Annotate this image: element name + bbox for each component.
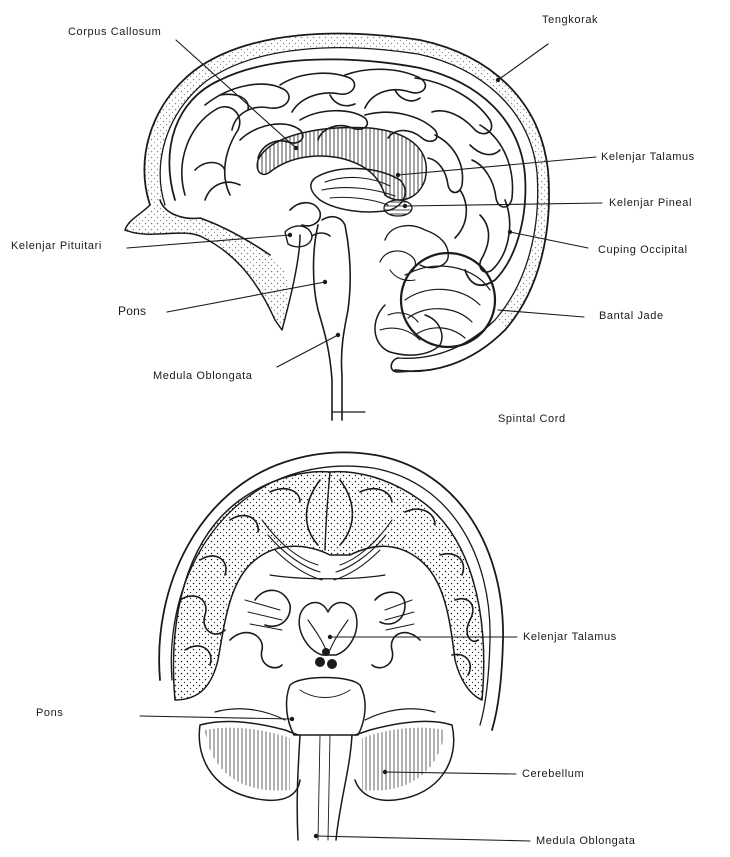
skull-base-fill [125, 200, 289, 330]
label-cerebellum: Cerebellum [522, 768, 585, 780]
coronal-view [139, 451, 531, 842]
coronal-thalamus [298, 601, 358, 656]
brainstem [321, 215, 351, 421]
label-kelenjar-pituitari: Kelenjar Pituitari [11, 240, 102, 252]
label-medula-oblongata-sagittal: Medula Oblongata [153, 370, 253, 382]
label-spinal-cord: Spintal Cord [498, 413, 566, 425]
coronal-medulla [296, 734, 353, 841]
skull-inner-outline [159, 47, 539, 359]
coronal-skull-outline [158, 451, 504, 731]
label-kelenjar-pineal: Kelenjar Pineal [609, 197, 692, 209]
cerebellum-lower [374, 304, 443, 356]
sagittal-view [124, 32, 603, 421]
cerebellum-upper [384, 224, 449, 269]
label-kelenjar-talamus-sagittal: Kelenjar Talamus [601, 151, 695, 163]
label-kelenjar-talamus-coronal: Kelenjar Talamus [523, 631, 617, 643]
label-cuping-occipital: Cuping Occipital [598, 244, 688, 256]
coronal-fibres [261, 519, 393, 581]
cerebellum-circle [399, 251, 497, 349]
coronal-cortex [172, 470, 485, 701]
skull-band [144, 33, 550, 331]
label-pons-sagittal: Pons [118, 304, 147, 318]
label-corpus-callosum: Corpus Callosum [68, 26, 162, 38]
corpus-callosum [256, 126, 427, 201]
coronal-pons [285, 676, 366, 736]
pineal-gland [383, 199, 413, 217]
coronal-cerebellum [198, 720, 455, 802]
label-tengkorak: Tengkorak [542, 14, 599, 26]
skull-base [124, 204, 301, 331]
label-pons-coronal: Pons [36, 707, 64, 719]
cerebrum-outline [168, 58, 527, 287]
label-bantal-jade: Bantal Jade [599, 310, 664, 322]
label-medula-oblongata-coronal: Medula Oblongata [536, 835, 636, 847]
